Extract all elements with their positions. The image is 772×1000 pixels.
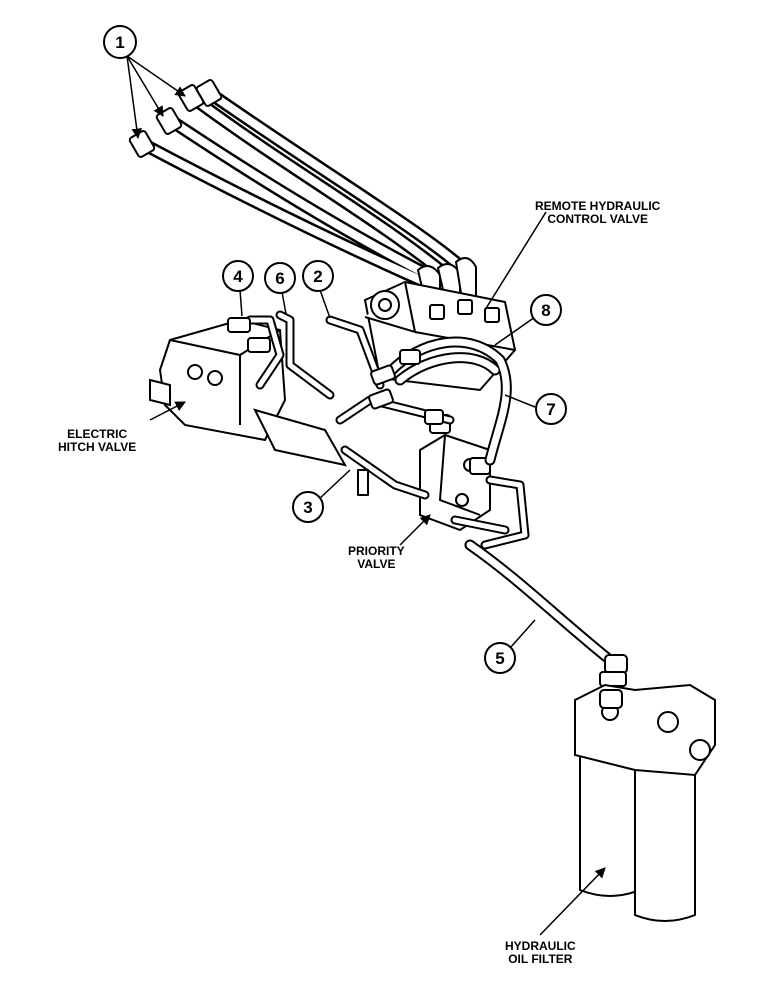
callout-6-text: 6 bbox=[275, 269, 284, 288]
oil-filter-label-line2: OIL FILTER bbox=[508, 952, 573, 966]
callout-5-text: 5 bbox=[495, 649, 504, 668]
hydraulic-oil-filter-label: HYDRAULIC OIL FILTER bbox=[505, 940, 576, 966]
callout-leaders bbox=[126, 55, 547, 649]
callout-3: 3 bbox=[292, 491, 324, 523]
hitch-valve-label-line1: ELECTRIC bbox=[67, 427, 128, 441]
hitch-valve-label-line2: HITCH VALVE bbox=[58, 440, 137, 454]
electric-hitch-valve-label: ELECTRIC HITCH VALVE bbox=[58, 428, 136, 454]
callout-4-text: 4 bbox=[233, 267, 243, 286]
remote-valve-label-line1: REMOTE HYDRAULIC bbox=[535, 199, 661, 213]
callout-6: 6 bbox=[264, 262, 296, 294]
priority-valve-label-line2: VALVE bbox=[357, 557, 396, 571]
callout-1-text: 1 bbox=[115, 33, 124, 52]
priority-valve-label-line1: PRIORITY bbox=[348, 544, 405, 558]
priority-valve bbox=[419, 414, 491, 532]
hydraulic-lines bbox=[245, 310, 616, 666]
callout-2-text: 2 bbox=[313, 267, 322, 286]
callout-7: 7 bbox=[535, 393, 567, 425]
priority-valve-label: PRIORITY VALVE bbox=[348, 545, 405, 571]
remote-valve-label-line2: CONTROL VALVE bbox=[547, 212, 648, 226]
callout-5: 5 bbox=[484, 642, 516, 674]
label-arrows bbox=[149, 401, 606, 936]
callout-1: 1 bbox=[103, 25, 137, 59]
oil-filter-label-line1: HYDRAULIC bbox=[505, 939, 576, 953]
remote-hoses bbox=[128, 79, 477, 306]
hydraulic-oil-filter bbox=[574, 683, 716, 922]
remote-hydraulic-control-valve-label: REMOTE HYDRAULIC CONTROL VALVE bbox=[535, 200, 660, 226]
callout-8: 8 bbox=[530, 294, 562, 326]
callout-7-text: 7 bbox=[546, 400, 555, 419]
callout-3-text: 3 bbox=[303, 498, 312, 517]
line-fittings bbox=[227, 317, 628, 687]
callout-2: 2 bbox=[302, 260, 334, 292]
callout-8-text: 8 bbox=[541, 301, 550, 320]
callout-4: 4 bbox=[222, 260, 254, 292]
